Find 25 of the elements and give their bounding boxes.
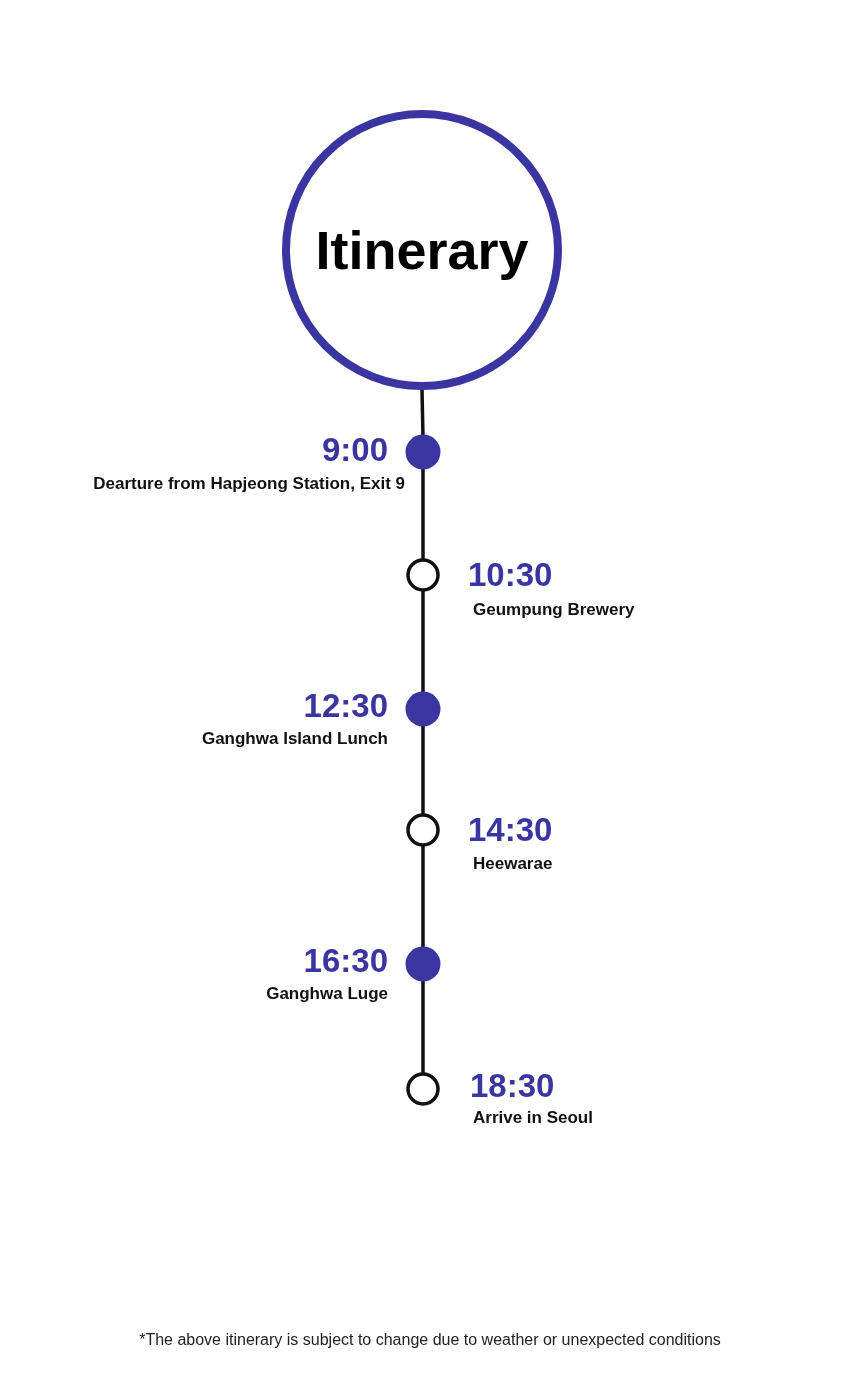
time-label: 9:00 — [321, 432, 388, 468]
time-label: 16:30 — [303, 943, 388, 979]
timeline-ring — [406, 1072, 440, 1106]
timeline-line — [421, 589, 425, 694]
timeline-line — [421, 724, 425, 816]
timeline-ring — [406, 813, 440, 847]
footnote: *The above itinerary is subject to change due to weather or unexpected conditions — [139, 1330, 721, 1350]
stop-description: Arrive in Seoul — [473, 1108, 593, 1128]
timeline-line — [421, 979, 425, 1075]
timeline-dot — [405, 691, 441, 727]
timeline-line — [421, 467, 425, 561]
time-label: 14:30 — [468, 812, 553, 848]
timeline-ring — [406, 558, 440, 592]
time-label: 12:30 — [303, 688, 388, 724]
stop-description: Ganghwa Island Lunch — [201, 729, 388, 749]
title-text: Itinerary — [315, 220, 529, 280]
stop-description: Geumpung Brewery — [473, 600, 635, 620]
timeline-dot — [405, 946, 441, 982]
stop-description: Ganghwa Luge — [266, 984, 388, 1004]
time-label: 18:30 — [470, 1068, 555, 1104]
timeline-dot — [405, 434, 441, 470]
stop-description: Heewarae — [473, 854, 553, 874]
timeline-line — [421, 844, 425, 949]
time-label: 10:30 — [468, 557, 553, 593]
stop-description: Dearture from Hapjeong Station, Exit 9 — [93, 474, 405, 494]
